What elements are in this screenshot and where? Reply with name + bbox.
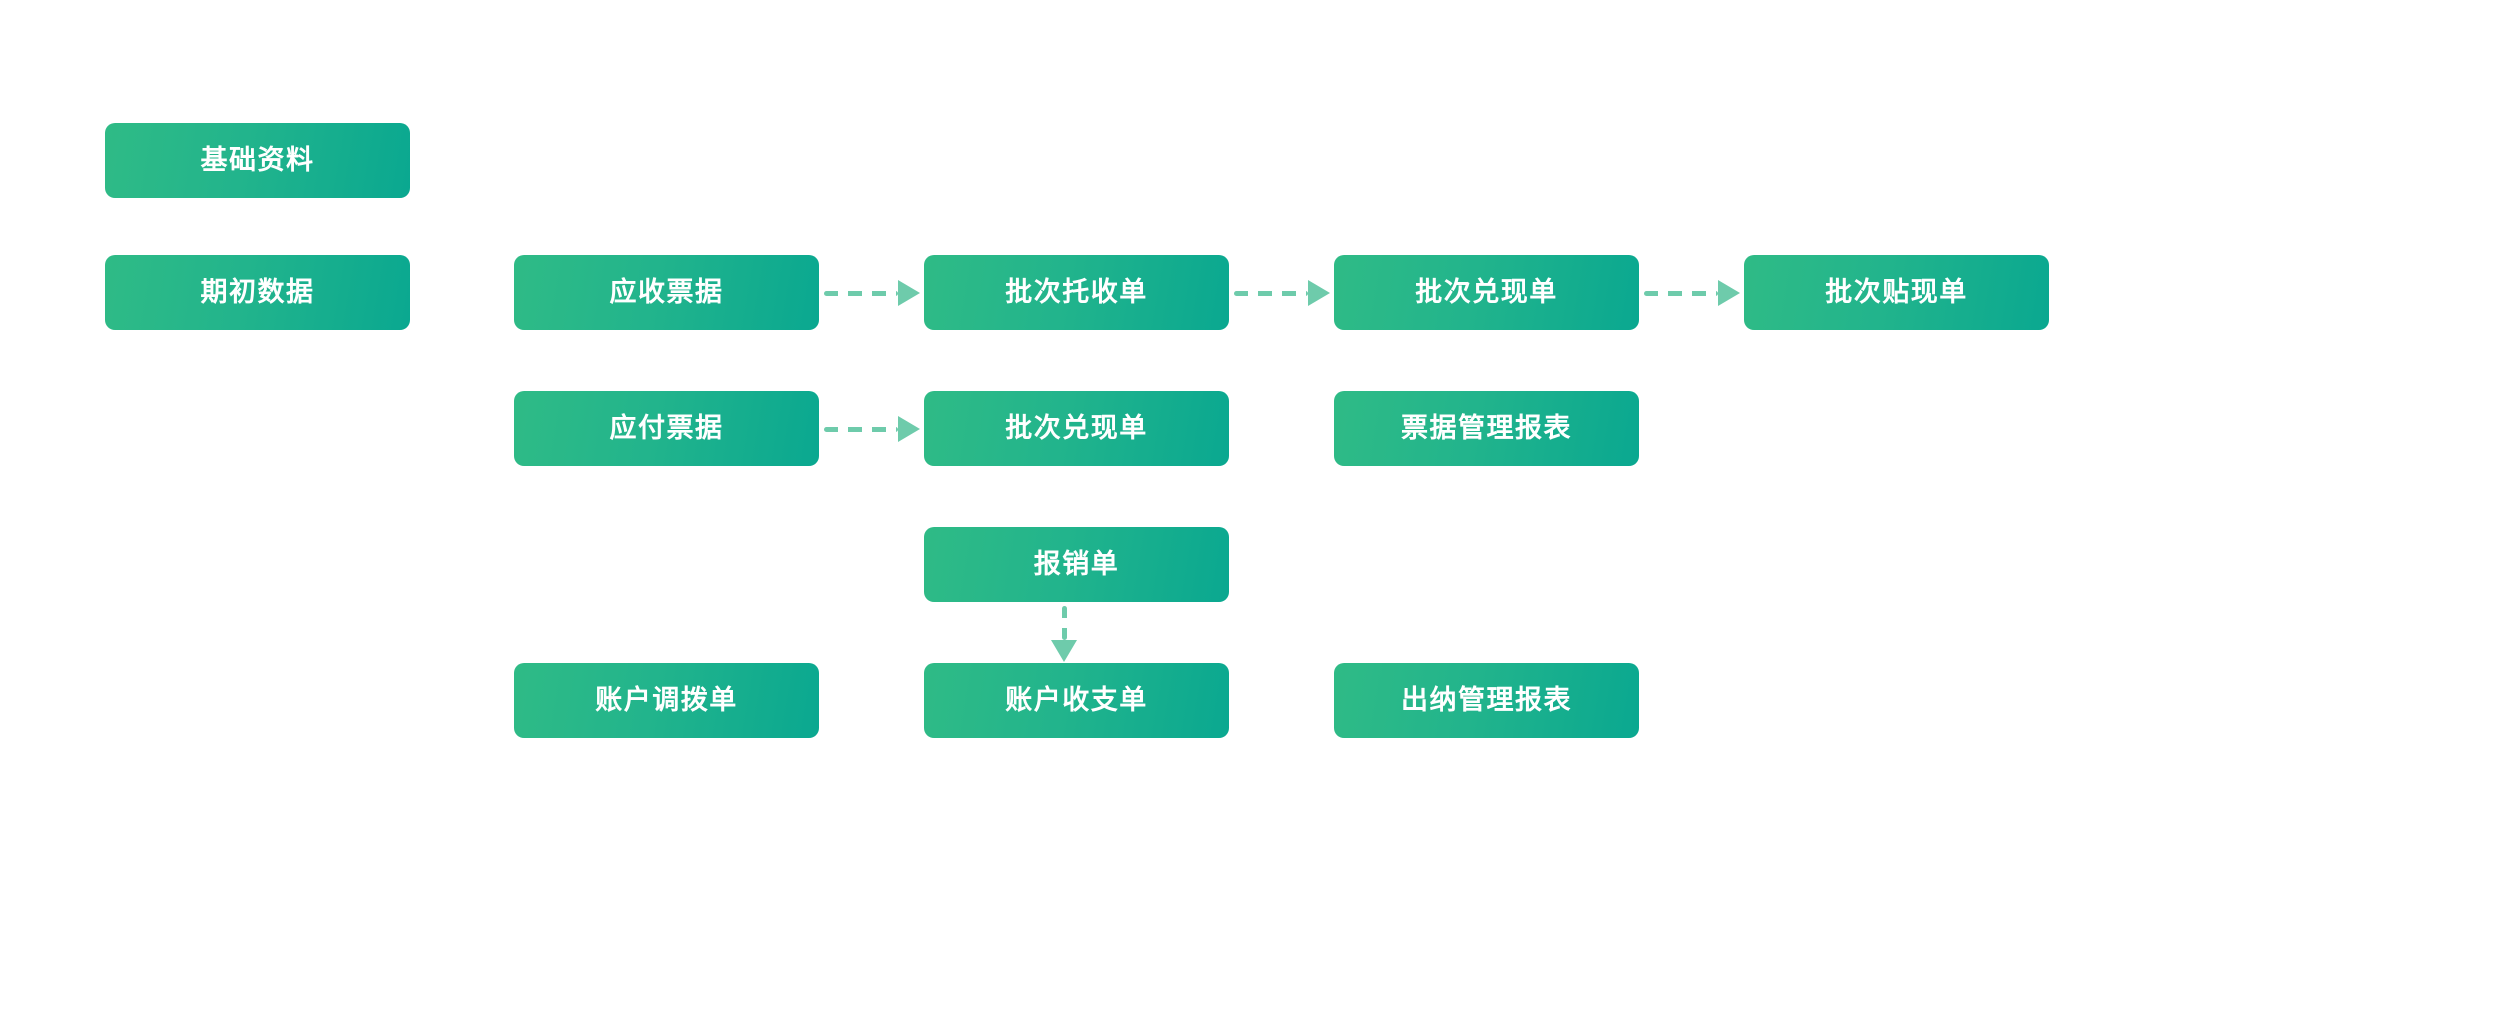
sidebar-item-opening-data[interactable]: 期初数据 (105, 255, 410, 330)
arrow-shaft (824, 290, 898, 296)
arrow-shaft (1644, 290, 1718, 296)
node-reimbursement-order[interactable]: 报销单 (924, 527, 1229, 602)
node-label: 批次托收单 (1005, 277, 1148, 307)
node-label: 账户调拨单 (595, 685, 738, 715)
node-label: 应收票据 (609, 277, 724, 307)
node-label: 应付票据 (609, 413, 724, 443)
node-batch-cash-order-row2[interactable]: 批次兑现单 (924, 391, 1229, 466)
arrow-shaft (1234, 290, 1308, 296)
arrow-shaft (1061, 606, 1067, 640)
node-cashier-management-report[interactable]: 出纳管理报表 (1334, 663, 1639, 738)
arrow-head-icon (1051, 640, 1077, 662)
node-bill-management-report[interactable]: 票据管理报表 (1334, 391, 1639, 466)
arrow-batch-cash-to-batch-discount (1644, 280, 1740, 306)
node-receivable-bill[interactable]: 应收票据 (514, 255, 819, 330)
arrow-reimbursement-to-account-payment (1051, 606, 1077, 662)
node-label: 出纳管理报表 (1401, 685, 1572, 715)
arrow-head-icon (1308, 280, 1330, 306)
node-batch-collection-order[interactable]: 批次托收单 (924, 255, 1229, 330)
arrow-shaft (824, 426, 898, 432)
node-batch-cash-order-row1[interactable]: 批次兑现单 (1334, 255, 1639, 330)
sidebar-item-basic-data[interactable]: 基础资料 (105, 123, 410, 198)
node-label: 报销单 (1033, 549, 1120, 579)
arrow-head-icon (1718, 280, 1740, 306)
node-label: 票据管理报表 (1401, 413, 1572, 443)
node-payable-bill[interactable]: 应付票据 (514, 391, 819, 466)
node-account-transfer-order[interactable]: 账户调拨单 (514, 663, 819, 738)
arrow-batch-collection-to-batch-cash (1234, 280, 1330, 306)
arrow-payable-to-batch-cash (824, 416, 920, 442)
node-label: 批次兑现单 (1415, 277, 1558, 307)
node-label: 基础资料 (200, 145, 315, 175)
node-label: 期初数据 (200, 277, 315, 307)
arrow-head-icon (898, 280, 920, 306)
node-label: 批次兑现单 (1005, 413, 1148, 443)
arrow-receivable-to-batch-collection (824, 280, 920, 306)
arrow-head-icon (898, 416, 920, 442)
node-account-payment-order[interactable]: 账户收支单 (924, 663, 1229, 738)
node-batch-discount-order[interactable]: 批次贴现单 (1744, 255, 2049, 330)
node-label: 账户收支单 (1005, 685, 1148, 715)
node-label: 批次贴现单 (1825, 277, 1968, 307)
